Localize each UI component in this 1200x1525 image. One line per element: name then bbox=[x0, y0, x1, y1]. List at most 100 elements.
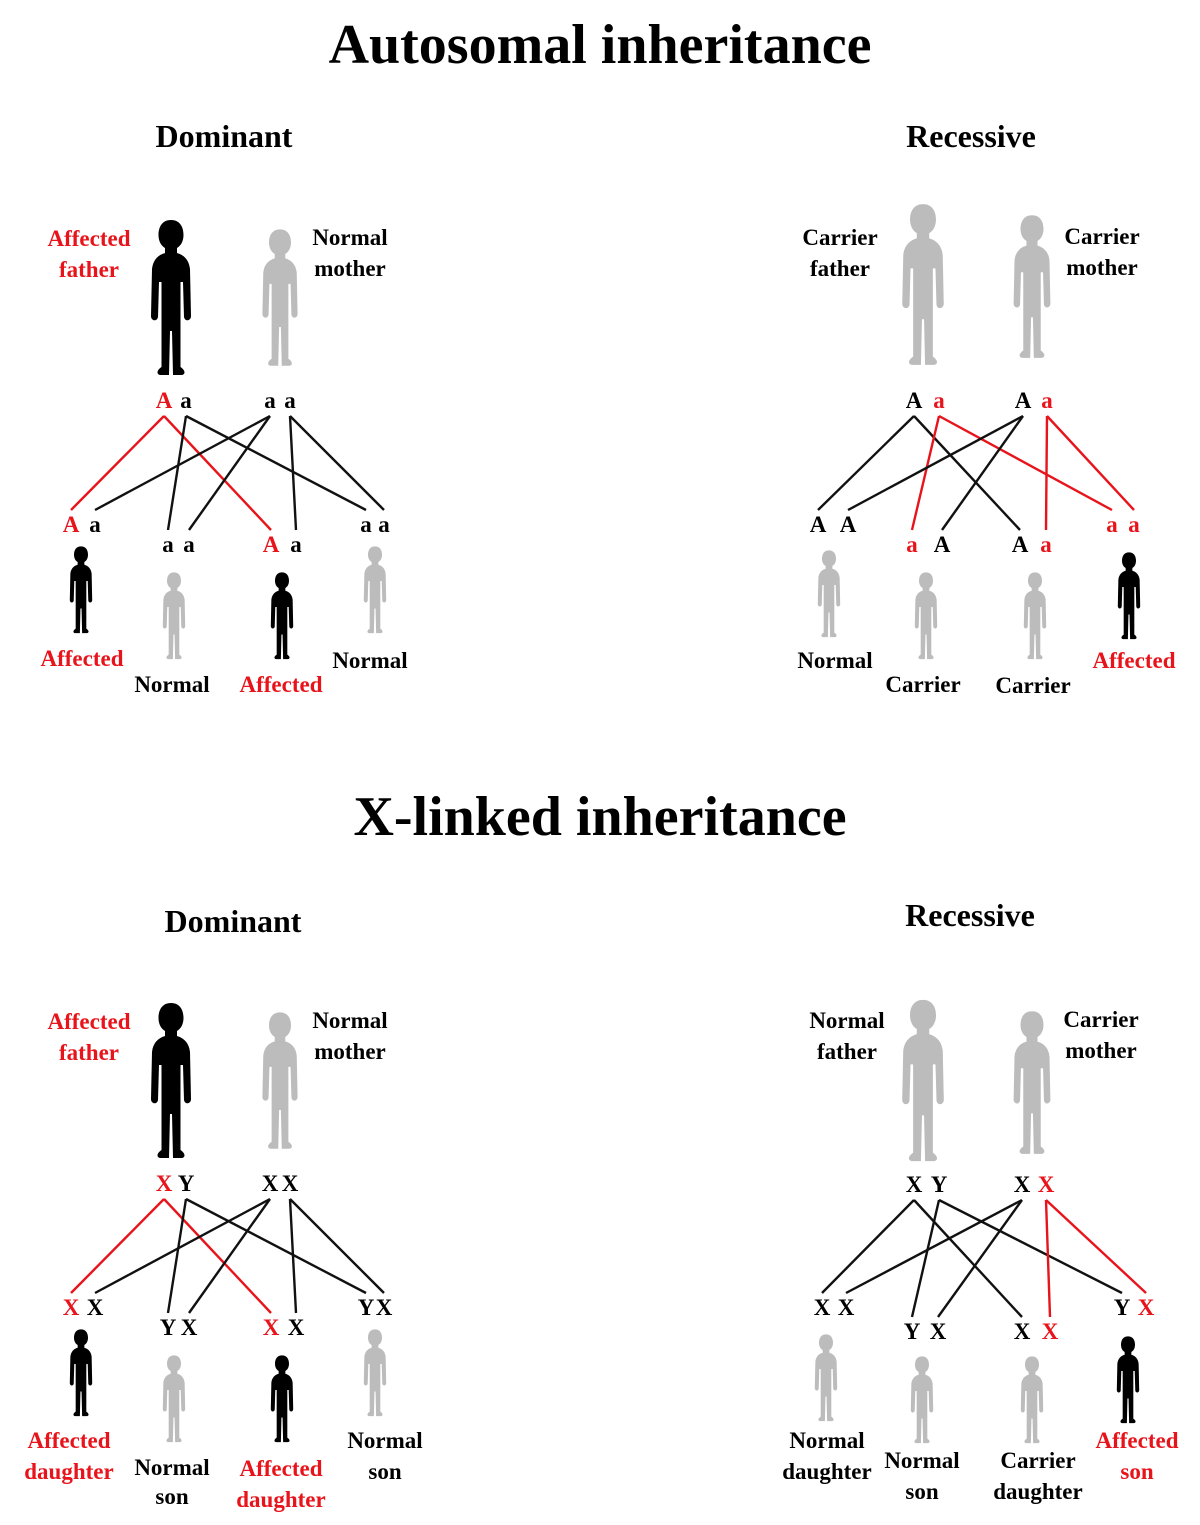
inheritance-line bbox=[288, 415, 298, 531]
inheritance-line bbox=[188, 415, 271, 531]
child-label: son bbox=[368, 1459, 401, 1484]
child-allele: a bbox=[290, 532, 302, 557]
child-label: Affected bbox=[27, 1428, 110, 1453]
child-allele: X bbox=[1014, 1319, 1031, 1344]
child-label: Normal bbox=[797, 648, 872, 673]
child-figure-icon bbox=[817, 550, 841, 638]
father-figure-icon bbox=[151, 220, 191, 375]
child-label: Normal bbox=[789, 1428, 864, 1453]
section-title-x-linked: X-linked inheritance bbox=[353, 786, 846, 848]
child-label: Carrier bbox=[1000, 1448, 1075, 1473]
inheritance-line bbox=[938, 414, 1113, 512]
inheritance-line bbox=[938, 1198, 1123, 1295]
child-label: Affected bbox=[1095, 1428, 1178, 1453]
section-title-autosomal: Autosomal inheritance bbox=[329, 14, 872, 76]
child-allele: a bbox=[906, 532, 918, 557]
child-label: Normal bbox=[884, 1448, 959, 1473]
child-allele: X bbox=[376, 1295, 393, 1320]
father-label: father bbox=[59, 257, 119, 282]
inheritance-line bbox=[94, 1197, 271, 1295]
father-label: father bbox=[810, 256, 870, 281]
child-label: Affected bbox=[1092, 648, 1175, 673]
parent-allele: X bbox=[156, 1171, 173, 1196]
child-allele: a bbox=[1106, 512, 1118, 537]
father-figure-icon bbox=[902, 999, 944, 1162]
child-allele: A bbox=[840, 512, 857, 537]
parent-allele: X bbox=[906, 1172, 923, 1197]
parent-allele: X bbox=[1038, 1172, 1055, 1197]
inheritance-line bbox=[1045, 1199, 1147, 1294]
mother-label: Normal bbox=[312, 225, 387, 250]
child-figure-icon bbox=[1023, 572, 1047, 660]
child-label: Carrier bbox=[885, 672, 960, 697]
child-allele: X bbox=[263, 1315, 280, 1340]
child-figure-icon bbox=[162, 572, 186, 660]
parent-allele: a bbox=[1041, 388, 1053, 413]
child-figure-icon bbox=[814, 1334, 838, 1422]
inheritance-line bbox=[94, 414, 271, 512]
mother-label: mother bbox=[1065, 1038, 1137, 1063]
child-label: son bbox=[905, 1479, 938, 1504]
inheritance-line bbox=[185, 414, 367, 512]
inheritance-line bbox=[847, 414, 1024, 512]
child-figure-icon bbox=[1117, 552, 1141, 640]
father-label: Affected bbox=[47, 226, 130, 251]
child-label: Affected bbox=[239, 1456, 322, 1481]
parent-allele: Y bbox=[931, 1172, 948, 1197]
inheritance-line bbox=[166, 1198, 188, 1314]
father-label: Normal bbox=[809, 1008, 884, 1033]
child-allele: a bbox=[378, 512, 390, 537]
inheritance-line bbox=[910, 1199, 941, 1318]
child-allele: a bbox=[183, 532, 195, 557]
child-label: daughter bbox=[24, 1459, 113, 1484]
inheritance-line bbox=[1044, 415, 1049, 531]
child-figure-icon bbox=[1020, 1356, 1044, 1444]
child-figure-icon bbox=[270, 572, 294, 660]
inheritance-line bbox=[1044, 1199, 1052, 1318]
parent-allele: A bbox=[156, 388, 173, 413]
child-label: Normal bbox=[134, 1455, 209, 1480]
child-allele: a bbox=[162, 532, 174, 557]
child-label: Normal bbox=[347, 1428, 422, 1453]
mother-figure-icon bbox=[262, 229, 298, 366]
child-allele: a bbox=[89, 512, 101, 537]
child-allele: X bbox=[87, 1295, 104, 1320]
inheritance-line bbox=[70, 415, 165, 511]
inheritance-line bbox=[821, 1199, 915, 1294]
inheritance-line bbox=[913, 415, 1021, 531]
child-label: Carrier bbox=[995, 673, 1070, 698]
child-allele: Y bbox=[904, 1319, 921, 1344]
mother-label: Normal bbox=[312, 1008, 387, 1033]
child-allele: X bbox=[181, 1315, 198, 1340]
child-allele: A bbox=[934, 532, 951, 557]
child-allele: X bbox=[838, 1295, 855, 1320]
child-label: son bbox=[155, 1484, 188, 1509]
inheritance-line bbox=[910, 415, 941, 531]
father-label: father bbox=[817, 1039, 877, 1064]
child-allele: A bbox=[810, 512, 827, 537]
inheritance-line bbox=[185, 1197, 367, 1295]
child-allele: a bbox=[1128, 512, 1140, 537]
child-label: Affected bbox=[40, 646, 123, 671]
child-allele: Y bbox=[1114, 1295, 1131, 1320]
child-label: Affected bbox=[239, 672, 322, 697]
inheritance-line bbox=[188, 1198, 271, 1314]
child-figure-icon bbox=[270, 1355, 294, 1443]
inheritance-line bbox=[70, 1198, 165, 1294]
child-allele: X bbox=[288, 1315, 305, 1340]
child-allele: a bbox=[360, 512, 372, 537]
mother-label: mother bbox=[1066, 255, 1138, 280]
father-label: Carrier bbox=[802, 225, 877, 250]
parent-allele: Y bbox=[178, 1171, 195, 1196]
parent-allele: a bbox=[933, 388, 945, 413]
child-figure-icon bbox=[1116, 1336, 1140, 1424]
parent-allele: X bbox=[282, 1171, 299, 1196]
child-label: son bbox=[1120, 1459, 1153, 1484]
inheritance-line bbox=[941, 415, 1024, 531]
father-figure-icon bbox=[902, 204, 944, 365]
child-allele: Y bbox=[358, 1295, 375, 1320]
child-figure-icon bbox=[69, 546, 93, 634]
